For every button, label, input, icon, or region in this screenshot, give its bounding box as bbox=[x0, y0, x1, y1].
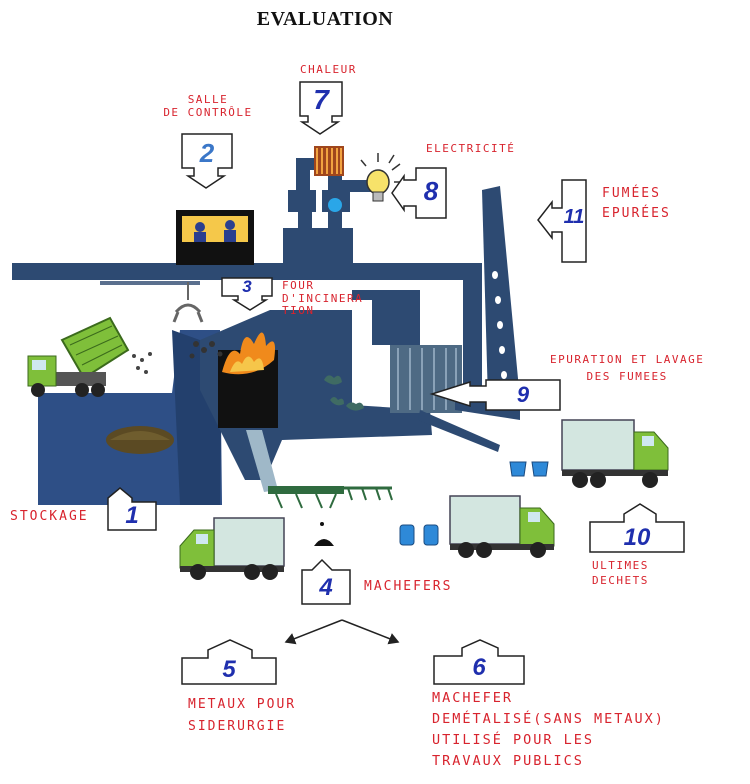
label-salle-de-controle: SALLE DE CONTRÔLE bbox=[163, 93, 253, 119]
step-number-5: 5 bbox=[222, 656, 236, 683]
label-machefer-demetalise: MACHEFER DEMÉTALISÉ(SANS METAUX) UTILISÉ… bbox=[432, 690, 665, 769]
boiler-column bbox=[283, 158, 372, 263]
box-6-arrow bbox=[433, 639, 525, 685]
step-number-1: 1 bbox=[125, 502, 139, 529]
ash-chute bbox=[246, 430, 344, 509]
box-3-arrow bbox=[221, 277, 273, 311]
box-4-arrow bbox=[301, 558, 351, 605]
step-number-3: 3 bbox=[242, 277, 252, 296]
control-room bbox=[176, 210, 254, 265]
label-electricite: ELECTRICITÉ bbox=[426, 142, 516, 155]
conveyor bbox=[340, 486, 393, 501]
label-chaleur: CHALEUR bbox=[300, 63, 357, 76]
gas-treatment-unit bbox=[390, 345, 520, 452]
step-number-9: 9 bbox=[516, 382, 530, 407]
step-number-11: 11 bbox=[563, 206, 585, 228]
truck-bottom-middle bbox=[449, 495, 555, 558]
label-metaux: METAUX POUR SIDERURGIE bbox=[188, 697, 297, 735]
step-number-2: 2 bbox=[199, 138, 215, 168]
heat-coil bbox=[314, 146, 344, 176]
box-1-arrow bbox=[107, 487, 157, 531]
box-9-arrow bbox=[429, 379, 561, 411]
clinker-pile bbox=[314, 522, 334, 546]
step-number-8: 8 bbox=[423, 176, 439, 206]
chimney bbox=[482, 186, 520, 400]
label-epuration: EPURATION ET LAVAGE DES FUMEES bbox=[550, 353, 705, 383]
garbage-truck bbox=[27, 316, 152, 397]
box-7-arrow bbox=[299, 81, 343, 135]
truck-bottom-left bbox=[179, 517, 285, 580]
box-5-arrow bbox=[181, 639, 277, 685]
label-four-incineration: FOUR D'INCINERA TION bbox=[282, 279, 364, 318]
label-ultimes-dechets: ULTIMES DECHETS bbox=[592, 559, 649, 588]
box-2-arrow bbox=[181, 133, 233, 189]
box-11-arrow bbox=[537, 179, 587, 263]
light-bulb-icon bbox=[360, 153, 404, 202]
split-arrows bbox=[284, 619, 400, 645]
residue-buckets bbox=[399, 461, 549, 546]
main-duct bbox=[12, 263, 482, 410]
page-title: EVALUATION bbox=[256, 8, 394, 30]
step-number-6: 6 bbox=[472, 654, 486, 681]
smoke-puffs bbox=[324, 375, 364, 411]
crane-claw bbox=[172, 282, 204, 323]
step-number-10: 10 bbox=[623, 524, 651, 551]
label-fumees-epurees: FUMÉES EPURÉES bbox=[602, 186, 671, 222]
step-number-7: 7 bbox=[313, 84, 329, 115]
box-10-arrow bbox=[589, 503, 685, 553]
box-8-arrow bbox=[391, 167, 447, 219]
label-stockage: STOCKAGE bbox=[10, 509, 89, 524]
label-machefers: MACHEFERS bbox=[364, 579, 453, 594]
step-number-4: 4 bbox=[319, 574, 333, 601]
truck-top-right bbox=[561, 419, 669, 488]
